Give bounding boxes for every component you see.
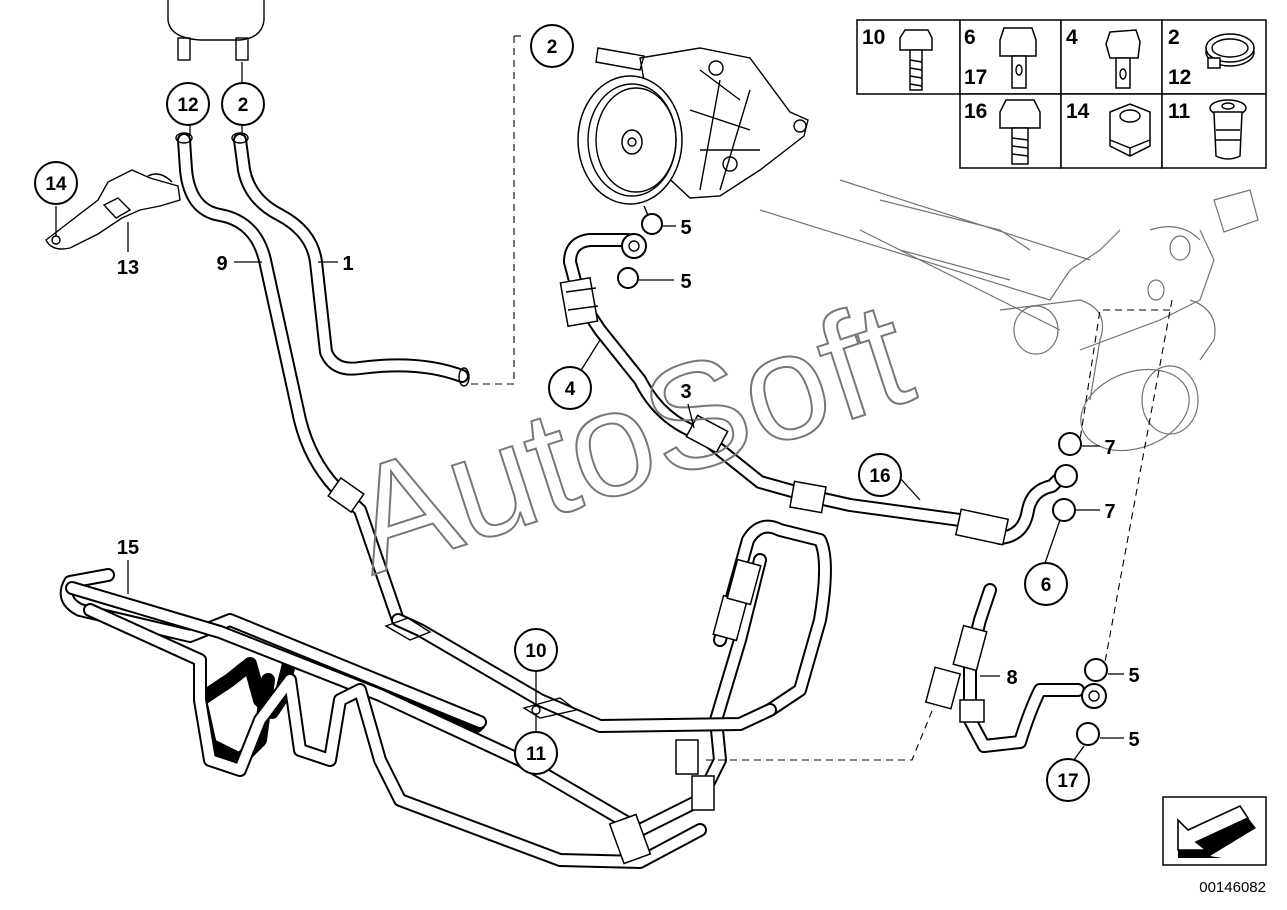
- label-5d: 5: [1128, 729, 1139, 751]
- hose-3: [559, 233, 1067, 546]
- legend-17: 17: [964, 66, 987, 89]
- svg-text:2: 2: [547, 37, 558, 58]
- bolt-10-icon: [899, 29, 933, 91]
- legend-12: 12: [1168, 66, 1191, 89]
- bolt-16-icon: [999, 99, 1041, 165]
- rivet-nut-11-icon: [1209, 99, 1247, 160]
- svg-text:10: 10: [525, 641, 546, 662]
- label-13: 13: [117, 257, 139, 279]
- nut-14-icon: [1109, 103, 1151, 157]
- svg-text:17: 17: [1057, 771, 1078, 792]
- label-7a: 7: [1104, 437, 1115, 459]
- label-3: 3: [680, 381, 691, 403]
- callout-2-hose: 2: [221, 82, 265, 126]
- hardware-legend: 10 6 17 4 2 12 16: [856, 19, 1267, 169]
- legend-10: 10: [862, 26, 885, 49]
- svg-text:12: 12: [177, 95, 198, 116]
- legend-14: 14: [1066, 100, 1090, 123]
- dashed-leaders: [466, 35, 1173, 761]
- label-5a: 5: [680, 217, 691, 239]
- reference-number: 00146082: [1199, 879, 1266, 896]
- label-9: 9: [216, 253, 227, 275]
- svg-text:6: 6: [1041, 575, 1052, 596]
- reservoir: [167, 0, 265, 61]
- svg-text:16: 16: [869, 466, 890, 487]
- bracket-13: [45, 169, 181, 250]
- callout-16: 16: [858, 453, 902, 497]
- callout-14: 14: [34, 161, 78, 205]
- banjo-bolt-6-icon: [999, 27, 1037, 89]
- power-steering-pump: [577, 47, 809, 225]
- callout-10: 10: [514, 628, 558, 672]
- legend-4: 4: [1066, 26, 1078, 49]
- legend-16: 16: [964, 100, 987, 123]
- steering-gear: [759, 179, 1259, 452]
- hose-clamp-icon: [1205, 33, 1255, 69]
- callout-11: 11: [514, 731, 558, 775]
- legend-6: 6: [964, 26, 976, 49]
- solid-leaders: [55, 62, 1124, 761]
- callout-6: 6: [1024, 562, 1068, 606]
- label-15: 15: [117, 537, 139, 559]
- banjo-bolt-4-icon: [1105, 29, 1141, 89]
- svg-text:2: 2: [238, 95, 249, 116]
- label-1: 1: [342, 253, 353, 275]
- hose-1: [231, 132, 470, 387]
- washers: [617, 213, 1108, 746]
- front-direction-arrow-icon: [1162, 796, 1267, 866]
- watermark: AutoSoft: [330, 268, 929, 606]
- svg-text:4: 4: [565, 379, 576, 400]
- hose-8: [924, 583, 1107, 753]
- callout-12: 12: [166, 82, 210, 126]
- legend-11: 11: [1168, 100, 1191, 123]
- hose-9: [175, 132, 405, 627]
- label-5c: 5: [1128, 665, 1139, 687]
- label-5b: 5: [680, 271, 691, 293]
- callout-4: 4: [548, 366, 592, 410]
- cooler-15: [59, 519, 832, 869]
- callout-2-top: 2: [530, 24, 574, 68]
- legend-2: 2: [1168, 26, 1180, 49]
- callout-17: 17: [1046, 758, 1090, 802]
- label-7b: 7: [1104, 501, 1115, 523]
- svg-text:11: 11: [526, 744, 547, 765]
- svg-text:14: 14: [45, 174, 67, 195]
- label-8: 8: [1006, 667, 1017, 689]
